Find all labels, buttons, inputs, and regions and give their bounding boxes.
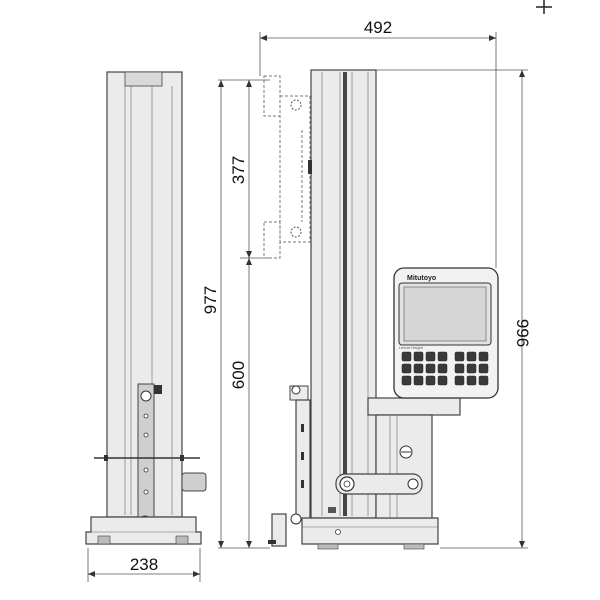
dim-lower-range-label: 600	[229, 361, 248, 389]
keypad-left	[401, 351, 448, 386]
dim-total-height-label: 996	[513, 319, 532, 347]
front-column-top-notch	[124, 71, 163, 87]
front-view	[85, 71, 207, 545]
side-view	[263, 69, 461, 550]
dim-base-width: 238	[87, 548, 201, 582]
dim-total-width: 492	[259, 18, 497, 268]
counter-body	[375, 414, 433, 519]
front-slider-bracket	[137, 383, 155, 521]
front-side-knob	[181, 472, 207, 492]
side-base	[301, 517, 439, 545]
upper-scriber-ghost	[263, 75, 281, 117]
dim-column-height-label: 977	[201, 286, 220, 314]
model-caption: Linear Height	[399, 345, 424, 350]
dim-upper-range: 377	[229, 80, 270, 259]
lower-scriber-foot	[271, 513, 287, 547]
dim-lower-range: 600	[229, 258, 252, 548]
dim-upper-range-label: 377	[229, 156, 248, 184]
upper-slider-ghost	[279, 95, 311, 243]
counter-screen	[403, 286, 487, 342]
keypad-right	[454, 351, 489, 386]
dim-base-width-label: 238	[130, 555, 158, 574]
counter-mount	[367, 397, 461, 416]
handwheel-arm	[335, 473, 423, 495]
front-base	[85, 516, 202, 545]
digital-counter: Mitutoyo Linear Height	[393, 267, 499, 399]
dim-total-height: 996	[376, 69, 532, 549]
dim-column-height: 977	[201, 79, 270, 549]
plus-icon	[536, 0, 552, 14]
dim-total-width-label: 492	[364, 18, 392, 37]
brand-logo: Mitutoyo	[407, 275, 436, 282]
